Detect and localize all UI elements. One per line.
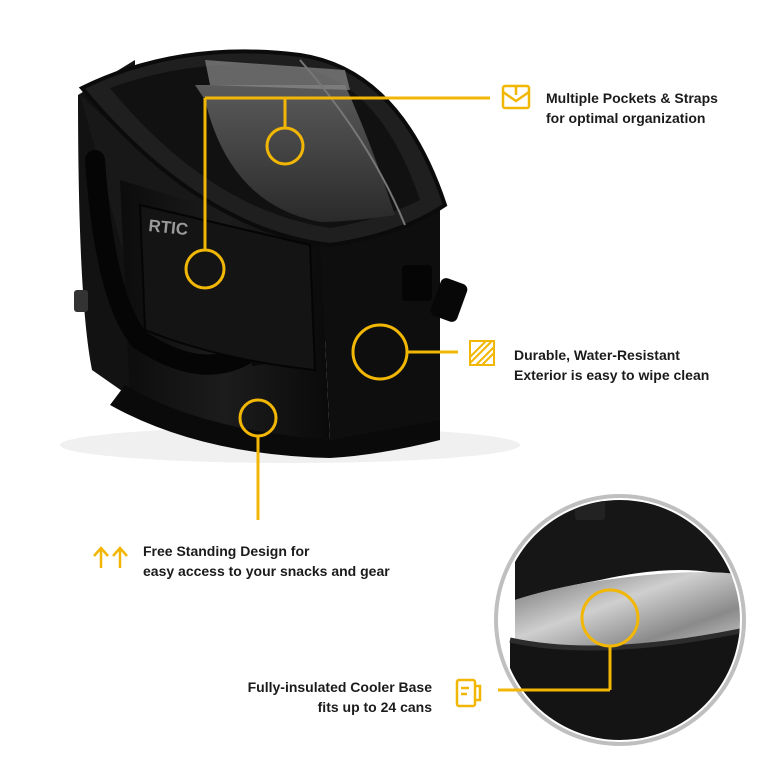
tote-bag bbox=[74, 49, 468, 458]
cooler-base-inset bbox=[494, 494, 746, 746]
feature-cooler-subtitle: fits up to 24 cans bbox=[317, 699, 432, 715]
envelope-pocket-icon bbox=[501, 84, 531, 110]
feature-standing-title: Free Standing Design for bbox=[143, 543, 310, 559]
feature-pockets-subtitle: for optimal organization bbox=[546, 110, 706, 126]
feature-cooler: Fully-insulated Cooler Base fits up to 2… bbox=[200, 677, 432, 717]
feature-pockets: Multiple Pockets & Straps for optimal or… bbox=[546, 88, 718, 128]
brand-logo: RTIC bbox=[148, 216, 189, 239]
feature-exterior-subtitle: Exterior is easy to wipe clean bbox=[514, 367, 710, 383]
double-up-arrow-icon bbox=[93, 546, 128, 568]
feature-cooler-title: Fully-insulated Cooler Base bbox=[247, 679, 432, 695]
callouts bbox=[184, 96, 640, 692]
cooler-mug-icon bbox=[455, 678, 482, 708]
feature-exterior-title: Durable, Water-Resistant bbox=[514, 347, 680, 363]
textured-fabric-icon bbox=[469, 340, 495, 366]
feature-exterior: Durable, Water-Resistant Exterior is eas… bbox=[514, 345, 709, 385]
feature-pockets-title: Multiple Pockets & Straps bbox=[546, 90, 718, 106]
feature-standing-subtitle: easy access to your snacks and gear bbox=[143, 563, 390, 579]
feature-standing: Free Standing Design for easy access to … bbox=[143, 541, 390, 581]
